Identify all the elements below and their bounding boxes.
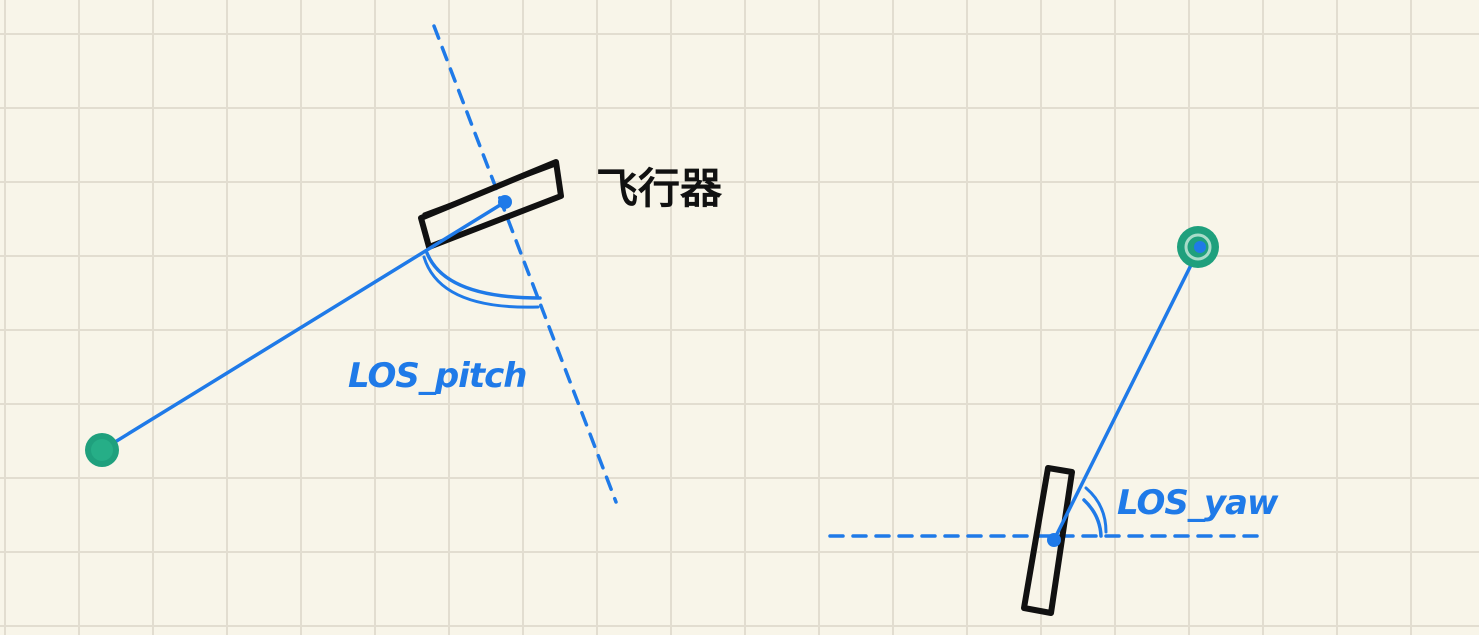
pitch-angle-arc [425, 251, 542, 300]
los-pitch-label: LOS_pitch [348, 356, 526, 396]
target-dot-yaw-ring [1184, 233, 1212, 261]
yaw-diagram: LOS_yaw [828, 226, 1280, 616]
aircraft-center-dot-yaw [1047, 533, 1061, 547]
aircraft-label: 飞行器 [596, 164, 723, 213]
target-dot-pitch-highlight [91, 439, 113, 461]
los-yaw-label: LOS_yaw [1117, 483, 1279, 523]
aircraft-body-yaw [1021, 465, 1075, 616]
yaw-angle-arc [1082, 498, 1103, 538]
yaw-angle-arc-outer [1084, 486, 1108, 534]
aircraft-body-pitch-overstroke [422, 164, 555, 216]
pitch-line-of-sight [100, 200, 507, 452]
aircraft-center-dot-pitch [498, 195, 512, 209]
target-dot-yaw-center [1194, 241, 1206, 253]
yaw-line-of-sight [1052, 245, 1202, 542]
pitch-body-axis-dashed-line [432, 24, 618, 504]
pitch-diagram: 飞行器 LOS_pitch [85, 24, 723, 504]
pitch-angle-arc-outer [422, 255, 540, 309]
